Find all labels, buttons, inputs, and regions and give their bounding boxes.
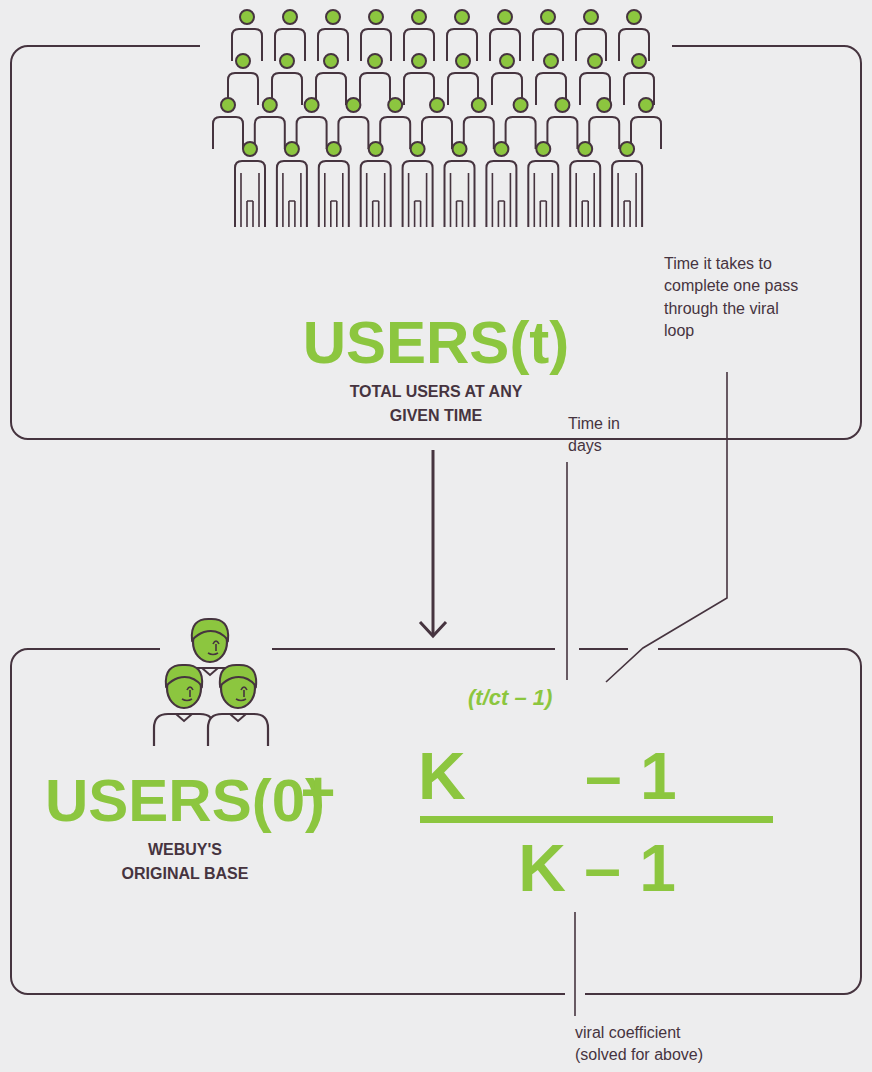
total-users-box: USERS(t)TOTAL USERS AT ANY GIVEN TIME xyxy=(10,45,862,440)
flow-arrow xyxy=(420,450,446,636)
formula-denominator: K – 1 xyxy=(518,832,676,905)
formula-box: USERS(0)WEBUY'S ORIGINAL BASE xyxy=(10,648,862,995)
formula-exponent: (t/ct – 1) xyxy=(468,685,552,711)
users-symbol: USERS(t) xyxy=(303,310,570,376)
annotation-text: Time in days xyxy=(568,413,640,458)
formula-base: K xyxy=(418,740,466,813)
annotation-text: viral coefficient (solved for above) xyxy=(575,1022,730,1067)
users-zero-symbol: USERS(0) xyxy=(45,768,325,834)
base-caption: WEBUY'S ORIGINAL BASE xyxy=(115,838,255,886)
formula-term: – 1 xyxy=(585,740,677,813)
users-caption: TOTAL USERS AT ANY GIVEN TIME xyxy=(349,380,524,428)
annotation-text: Time it takes to complete one pass throu… xyxy=(664,253,809,343)
